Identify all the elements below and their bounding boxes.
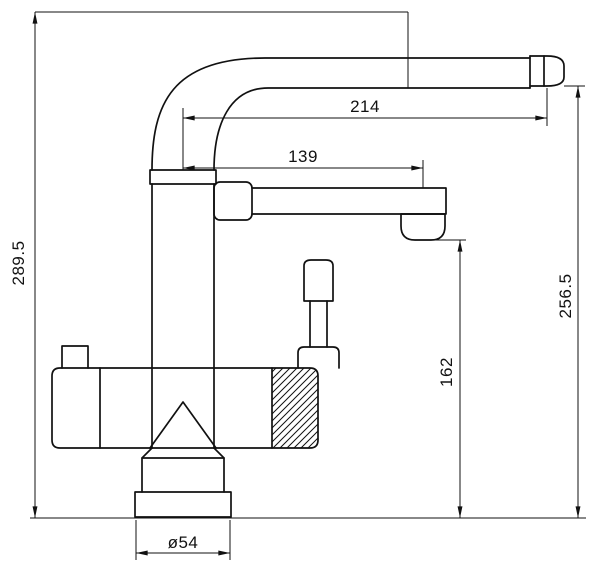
lower-spout-nozzle <box>400 213 446 241</box>
label-base-diameter: ø54 <box>168 533 199 552</box>
aerator-cap <box>529 55 565 87</box>
base-flare-right <box>213 447 225 459</box>
spout-neck-outer-curve <box>151 57 531 171</box>
label-lower-spout-reach: 139 <box>288 147 318 166</box>
lower-spout-tube <box>251 187 447 215</box>
spout-neck-inner-curve <box>213 87 531 171</box>
label-upper-outlet-height: 256.5 <box>556 273 575 318</box>
left-knob <box>61 345 89 369</box>
right-cap-hatch <box>272 368 318 448</box>
base-flare-left <box>141 447 153 459</box>
base-flange <box>134 491 232 518</box>
body-collar <box>149 169 217 185</box>
lever-knob <box>303 259 334 302</box>
base-block <box>141 457 225 493</box>
lever-base <box>297 346 340 369</box>
label-lower-outlet-height: 162 <box>437 357 456 387</box>
lever-stem <box>309 300 328 348</box>
label-overall-height: 289.5 <box>9 240 28 285</box>
center-triangle <box>149 401 217 449</box>
label-upper-spout-reach: 214 <box>350 97 380 116</box>
lower-spout-joint-nut <box>213 181 253 221</box>
dimension-annotations: 289.5 214 139 256.5 162 ø54 <box>9 11 586 560</box>
faucet-outline <box>51 55 565 518</box>
